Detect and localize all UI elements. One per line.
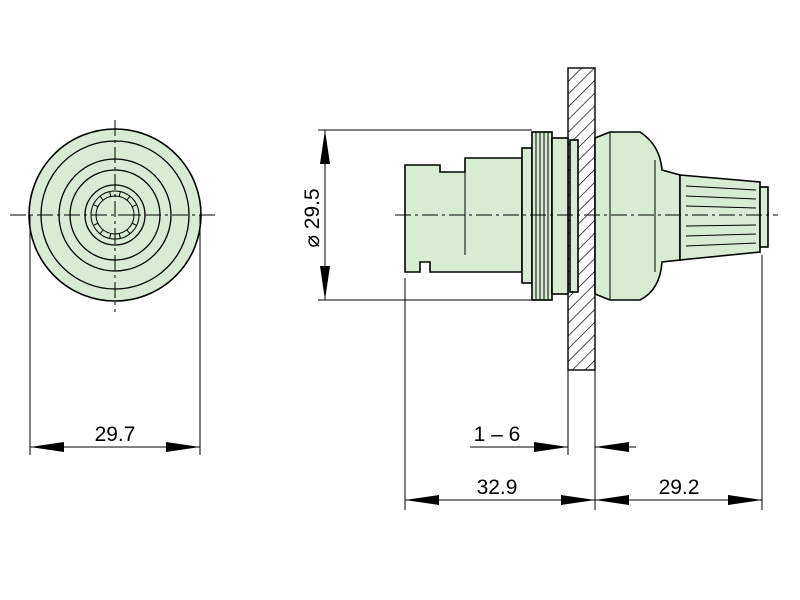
front-length-label: 29.2 (659, 476, 700, 499)
front-width-dimension: 29.7 (29, 215, 201, 455)
spline-tooth (109, 233, 112, 239)
spline-tooth (126, 195, 131, 201)
rear-length-dimension: 32.9 (405, 476, 595, 505)
dimension-arrow-left (595, 442, 629, 452)
spline-tooth (99, 195, 104, 201)
dimension-arrow-left (405, 495, 439, 505)
dimension-arrow-left (30, 442, 64, 452)
dimension-arrow-right (166, 442, 200, 452)
panel-thickness-label: 1 – 6 (474, 423, 521, 446)
dimension-arrow-right (534, 442, 568, 452)
spline-tooth (126, 229, 131, 235)
front-view: 29.7 (10, 120, 218, 455)
diameter-dimension: ⌀ 29.5 (301, 129, 532, 301)
spline-tooth (131, 222, 137, 226)
dimension-arrow-down (320, 266, 330, 300)
panel-thickness-dimension: 1 – 6 (470, 423, 636, 452)
washer (569, 139, 579, 293)
width-dimension-label: 29.7 (95, 423, 136, 446)
spline-tooth (118, 233, 121, 239)
diameter-dimension-label: ⌀ 29.5 (301, 188, 324, 247)
spline-tooth (131, 204, 137, 208)
dimension-arrow-right (561, 495, 595, 505)
spline-tooth (109, 191, 112, 197)
mounting-nut (521, 131, 569, 301)
side-view: ⌀ 29.5 1 – 6 32.9 29.2 (301, 67, 778, 510)
dimension-arrow-up (320, 130, 330, 164)
rear-length-label: 32.9 (477, 476, 518, 499)
spline-tooth (118, 191, 121, 197)
ribbed-knob (679, 174, 769, 261)
dimension-arrow-right (728, 495, 762, 505)
front-length-dimension: 29.2 (595, 476, 762, 505)
front-bezel (594, 131, 681, 301)
spline-tooth (99, 229, 104, 235)
spline-tooth (93, 204, 99, 208)
dimension-arrow-left (595, 495, 629, 505)
spline-tooth (93, 222, 99, 226)
